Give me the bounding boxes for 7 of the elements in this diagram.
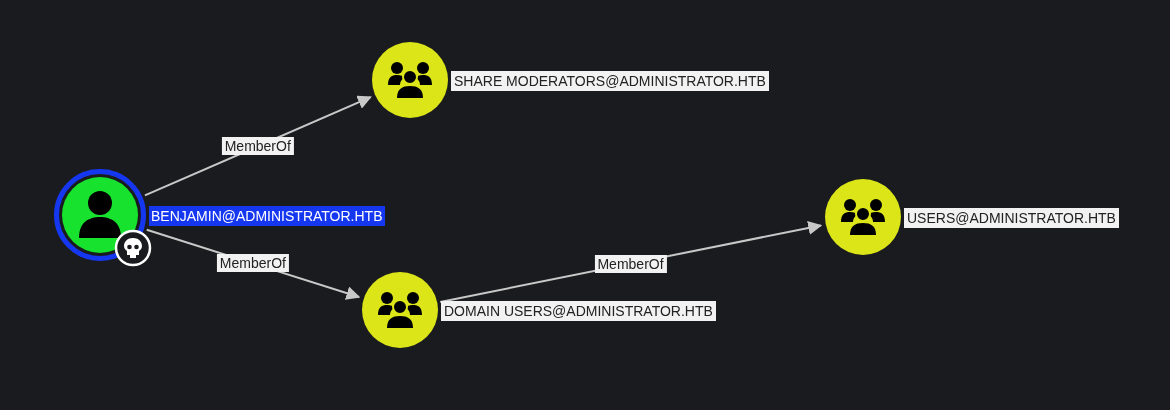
node-label: USERS@ADMINISTRATOR.HTB	[904, 208, 1119, 228]
edge-label: MemberOf	[594, 254, 667, 273]
edge-label: MemberOf	[216, 254, 289, 273]
node-label: BENJAMIN@ADMINISTRATOR.HTB	[149, 206, 385, 226]
node-label: SHARE MODERATORS@ADMINISTRATOR.HTB	[451, 71, 769, 91]
node-label: DOMAIN USERS@ADMINISTRATOR.HTB	[441, 301, 716, 321]
edge-label: MemberOf	[221, 137, 294, 156]
